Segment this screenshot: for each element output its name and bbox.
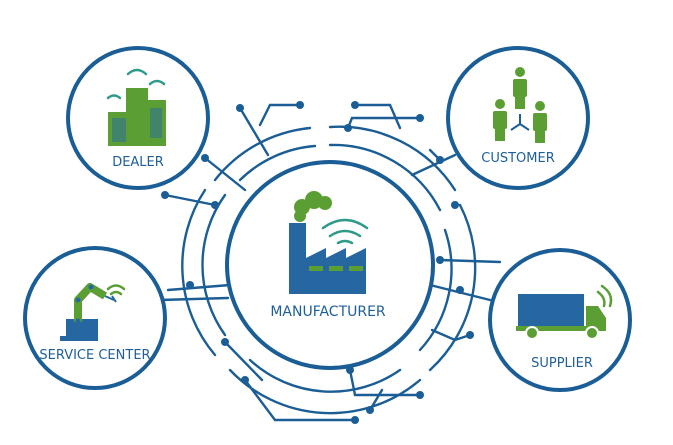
dealer-node: DEALER xyxy=(66,46,210,190)
dealer-label: DEALER xyxy=(112,155,164,170)
people-icon xyxy=(493,67,547,143)
customer-node: CUSTOMER xyxy=(446,46,590,190)
truck-icon xyxy=(516,284,613,340)
service-center-label: SERVICE CENTER xyxy=(39,348,150,363)
supplier-node: SUPPLIER xyxy=(488,248,632,392)
customer-label: CUSTOMER xyxy=(481,151,554,166)
manufacturer-node: MANUFACTURER xyxy=(225,160,435,370)
manufacturer-label: MANUFACTURER xyxy=(270,304,386,320)
circuit-nodes xyxy=(161,101,474,424)
service-center-node: SERVICE CENTER xyxy=(23,246,167,390)
supplier-label: SUPPLIER xyxy=(531,356,593,371)
robot-arm-icon xyxy=(60,283,126,341)
circuit-traces xyxy=(158,103,502,422)
buildings-icon xyxy=(106,68,166,146)
customer-circle xyxy=(446,46,590,190)
factory-icon xyxy=(289,191,369,294)
service-center-circle xyxy=(23,246,167,390)
